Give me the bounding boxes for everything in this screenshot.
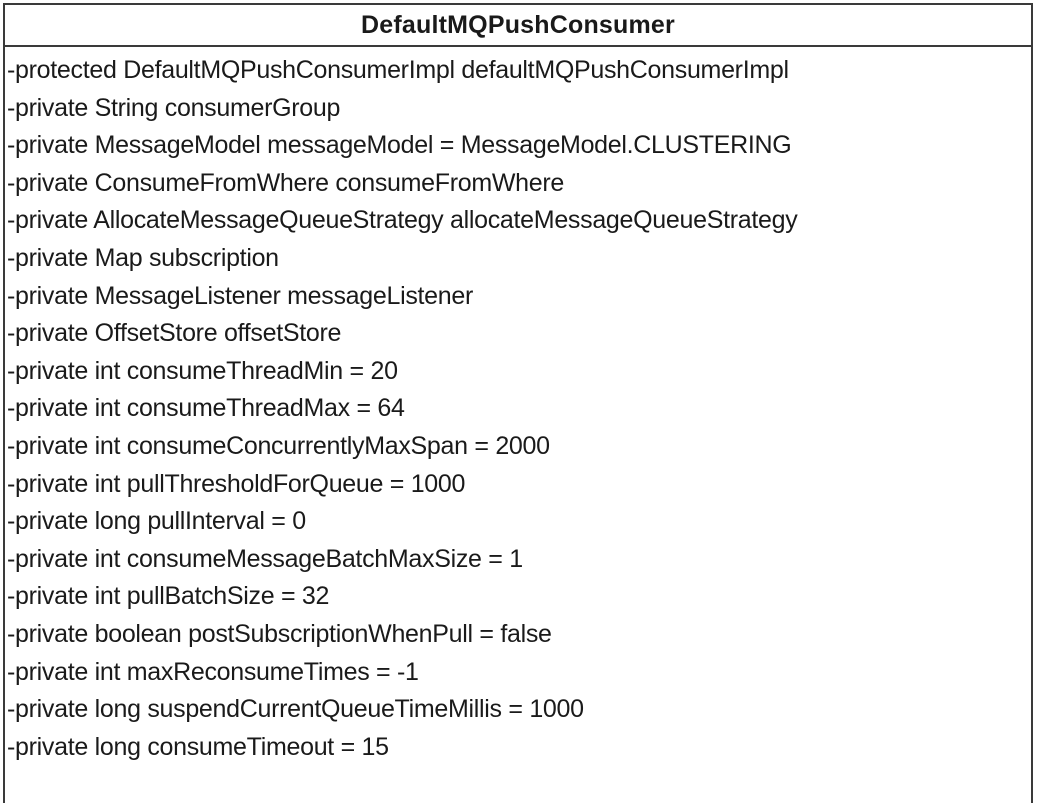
class-name: DefaultMQPushConsumer [5, 5, 1031, 47]
attribute-item: -protected DefaultMQPushConsumerImpl def… [7, 56, 789, 84]
attribute-item: -private String consumerGroup [7, 93, 341, 122]
attribute-item: -private OffsetStore offsetStore [7, 319, 342, 348]
attribute-item: -private Map subscription [7, 243, 279, 272]
attribute-item: -private int pullBatchSize = 32 [7, 582, 330, 611]
attribute-item: -private long pullInterval = 0 [7, 507, 306, 536]
attribute-item: -private int consumeThreadMax = 64 [7, 394, 405, 423]
attribute-item: -private MessageListener messageListener [7, 281, 474, 310]
attribute-item: -private int pullThresholdForQueue = 100… [7, 469, 466, 498]
attribute-item: -private int consumeMessageBatchMaxSize … [7, 544, 523, 573]
attribute-list: -protected DefaultMQPushConsumerImpl def… [5, 47, 1031, 766]
attribute-item: -private boolean postSubscriptionWhenPul… [7, 619, 552, 648]
uml-class-box: DefaultMQPushConsumer -protected Default… [3, 3, 1033, 803]
attribute-item: -private MessageModel messageModel = Mes… [7, 131, 792, 160]
attribute-item: -private long consumeTimeout = 15 [7, 732, 389, 761]
attribute-item: -private AllocateMessageQueueStrategy al… [7, 206, 798, 235]
attribute-item: -private int maxReconsumeTimes = -1 [7, 657, 419, 686]
attribute-item: -private int consumeThreadMin = 20 [7, 356, 398, 385]
attribute-item: -private ConsumeFromWhere consumeFromWhe… [7, 168, 565, 197]
attribute-item: -private long suspendCurrentQueueTimeMil… [7, 695, 584, 724]
attribute-item: -private int consumeConcurrentlyMaxSpan … [7, 431, 550, 460]
